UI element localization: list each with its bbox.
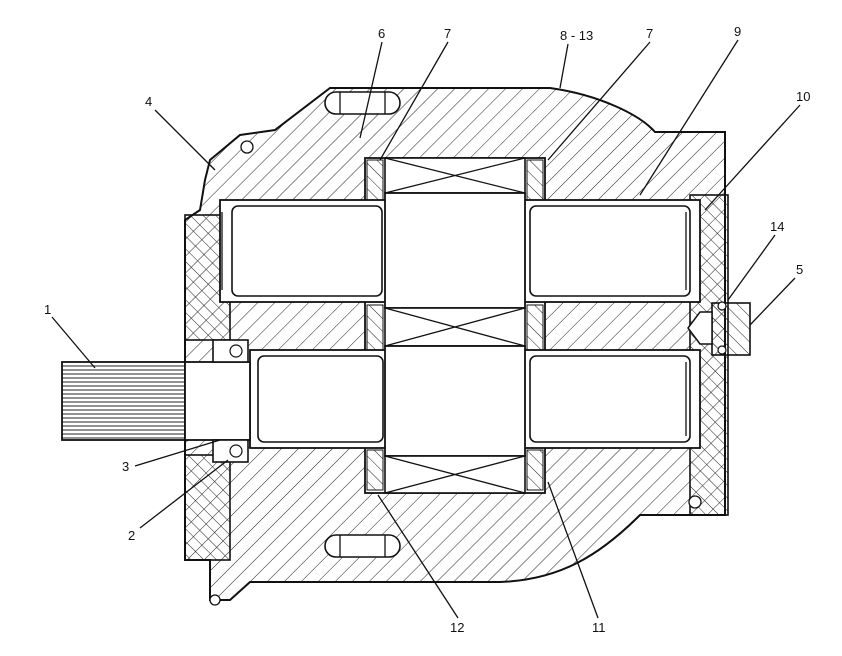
callout-2: 2 xyxy=(128,528,135,543)
callout-5: 5 xyxy=(796,262,803,277)
lower-gear xyxy=(384,307,526,494)
callout-4: 4 xyxy=(145,94,152,109)
callout-labels: 1 2 3 4 5 6 7 7 8 - 13 9 10 11 12 14 xyxy=(44,24,810,635)
callout-9: 9 xyxy=(734,24,741,39)
plug-and-oring xyxy=(687,301,751,356)
callout-10: 10 xyxy=(796,89,810,104)
callout-14: 14 xyxy=(770,219,784,234)
callout-7a: 7 xyxy=(444,26,451,41)
leader-lines xyxy=(51,39,801,619)
callout-1: 1 xyxy=(44,302,51,317)
cover-orings xyxy=(209,140,702,606)
callout-11: 11 xyxy=(592,620,606,635)
callout-3: 3 xyxy=(122,459,129,474)
callout-8-13: 8 - 13 xyxy=(560,28,593,43)
callout-7b: 7 xyxy=(646,26,653,41)
shaft-seal xyxy=(212,339,249,463)
drive-shaft-spline xyxy=(61,361,251,441)
callout-6: 6 xyxy=(378,26,385,41)
upper-gear xyxy=(384,157,526,309)
dowel-pins xyxy=(324,91,401,558)
side-plates xyxy=(366,159,544,491)
callout-12: 12 xyxy=(450,620,464,635)
